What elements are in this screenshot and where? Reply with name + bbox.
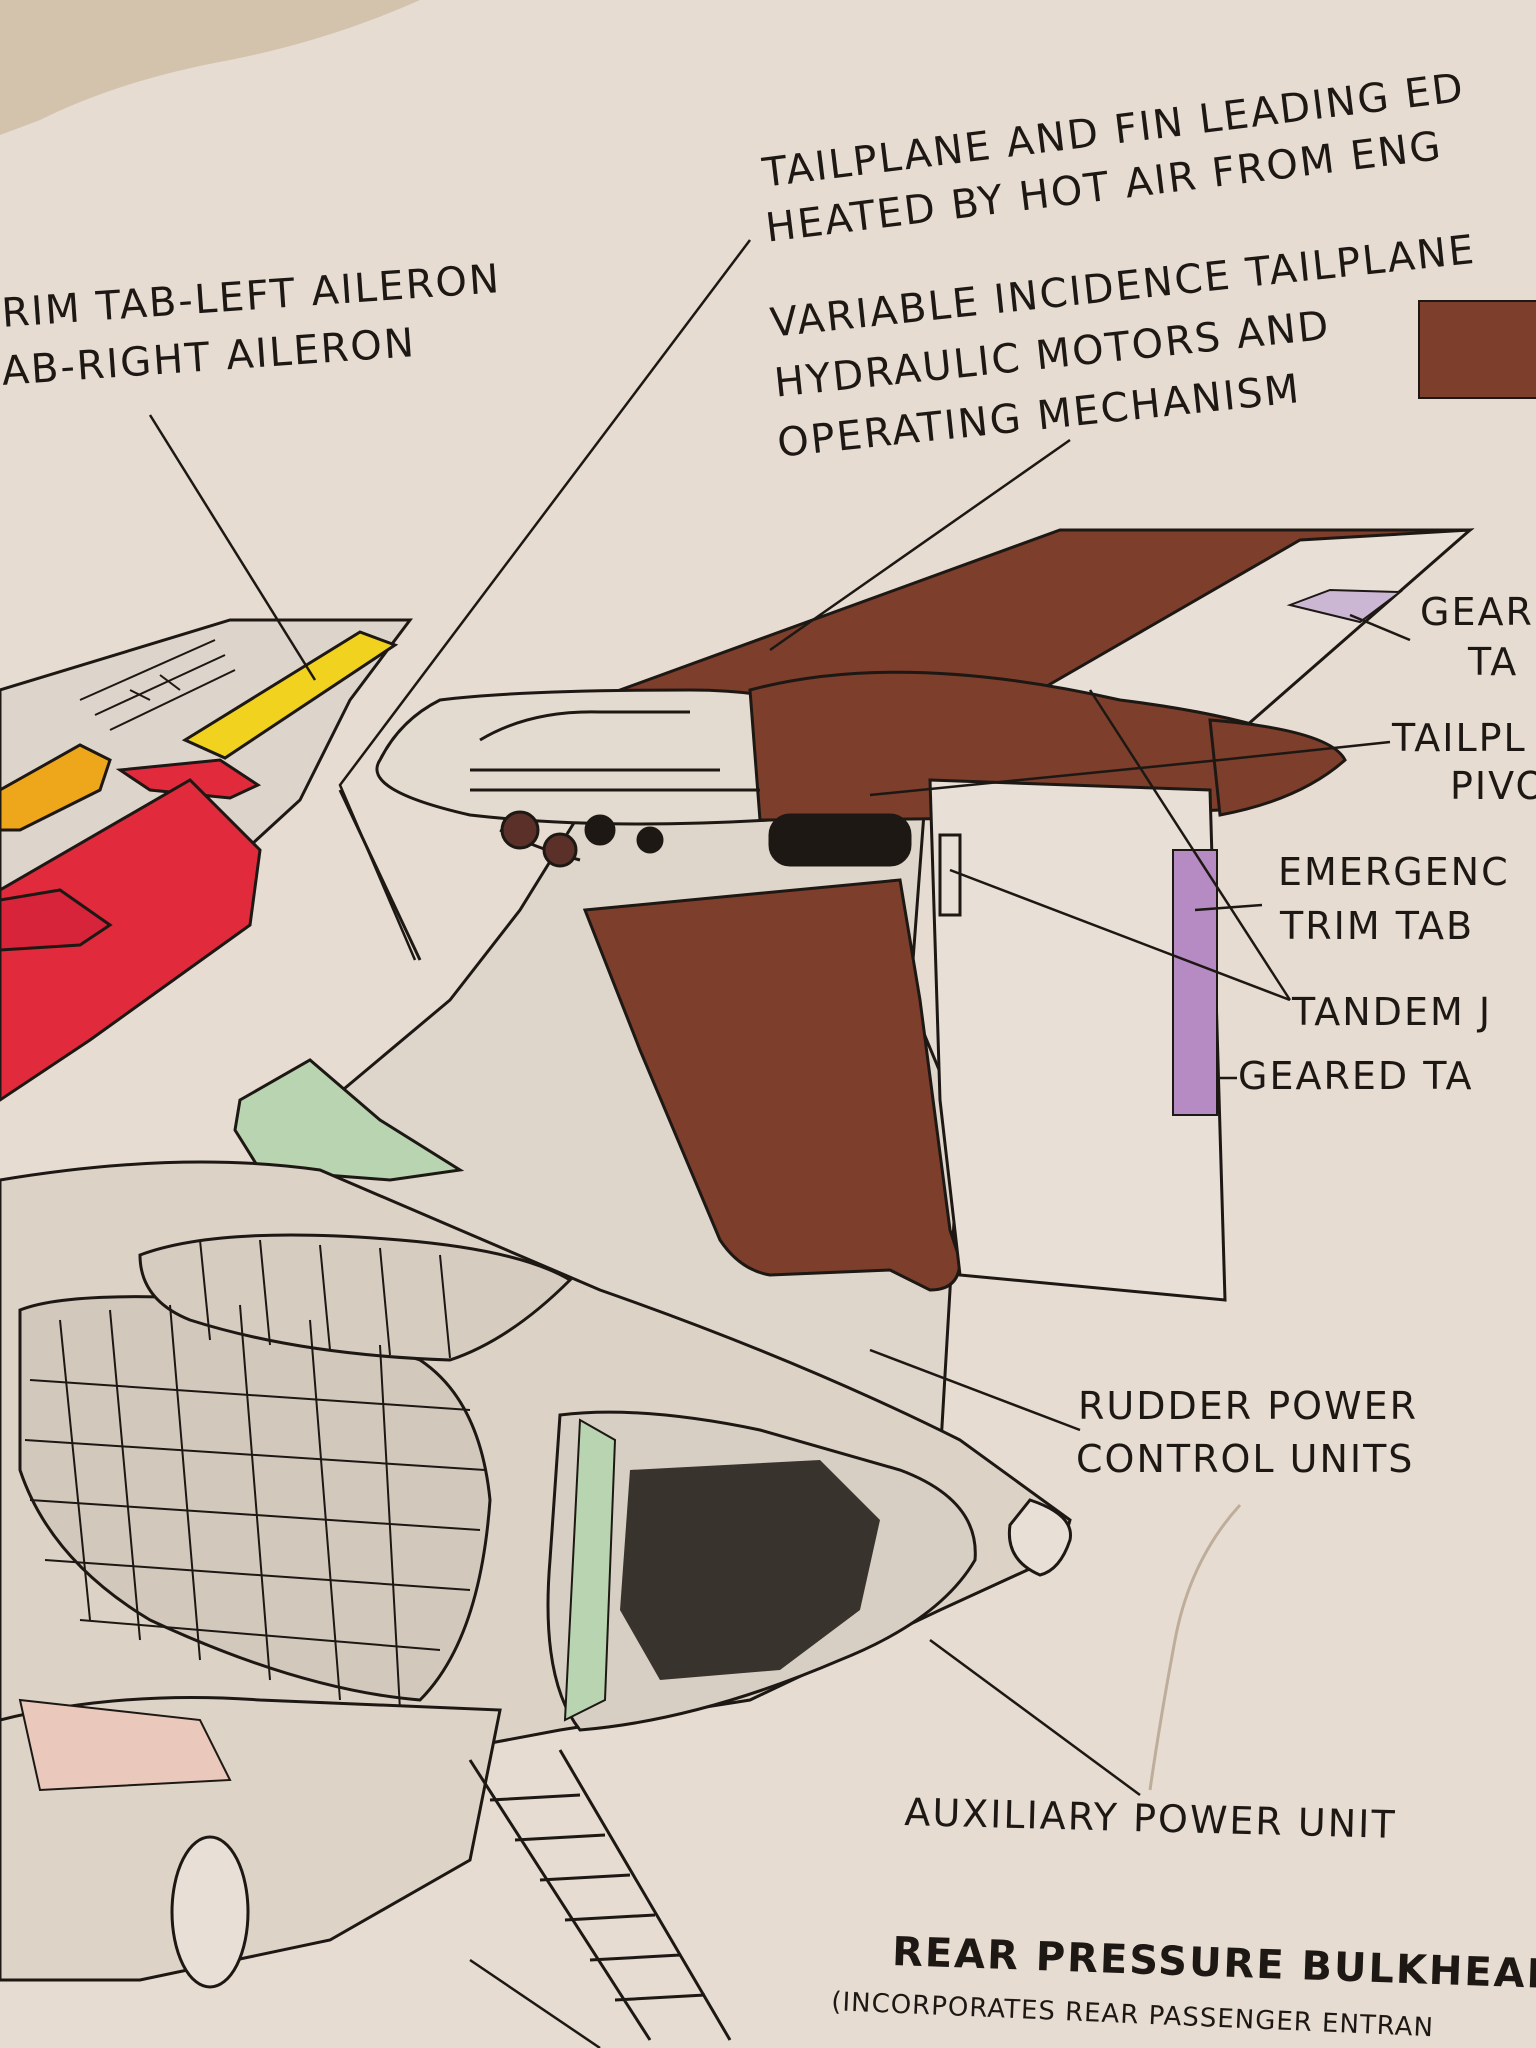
label-geared-tab-line-1: GEAR	[1420, 590, 1534, 634]
tailplane-bullet	[1208, 718, 1347, 817]
leader-bulkhead	[469, 1958, 601, 2048]
access-ladder	[468, 1749, 732, 2041]
operating-mechanism	[470, 710, 962, 917]
emergency-trim-tab	[1172, 849, 1218, 1116]
leader-lines	[148, 239, 1411, 2048]
leader-trim-tab	[148, 414, 317, 681]
fin-access-panel	[233, 1058, 465, 1182]
aileron-red-end	[0, 888, 113, 952]
leader-tailplane-pivot	[869, 740, 1391, 797]
leader-tandem	[949, 689, 1292, 1002]
tailplane	[375, 528, 1475, 1302]
apu-unit	[620, 1460, 880, 1680]
rudder-white-section	[928, 778, 1227, 1302]
paper-crease	[1148, 1503, 1242, 1791]
label-geared-tab-lower: GEARED TA	[1238, 1054, 1474, 1098]
bay-frames	[24, 1239, 486, 1711]
exhaust-nozzle	[170, 1835, 250, 1989]
leader-rudder	[869, 1348, 1081, 1432]
geared-tab-violet	[1286, 588, 1403, 624]
label-rudder-power-line-2: CONTROL UNITS	[1076, 1437, 1415, 1481]
leader-variable-incidence	[769, 438, 1071, 652]
label-tandem: TANDEM J	[1292, 990, 1493, 1034]
aileron-red-main	[0, 778, 262, 1102]
leader-emergency	[1194, 903, 1263, 912]
label-emergency-line-2: TRIM TAB	[1280, 904, 1475, 948]
paper-stain	[0, 0, 420, 135]
leader-tailplane-fin	[338, 239, 751, 961]
leader-geared-tab	[1349, 613, 1411, 642]
wing-ribs	[79, 639, 236, 731]
wing	[0, 618, 413, 1102]
label-tailplane-pivot-line-2: PIVO	[1450, 764, 1536, 808]
tail-cone	[1007, 1498, 1072, 1577]
fin-root-bay	[138, 1233, 573, 1362]
label-rudder-power-line-1: RUDDER POWER	[1078, 1384, 1419, 1428]
pink-duct	[18, 1698, 232, 1792]
label-tailplane-pivot-line-1: TAILPL	[1392, 716, 1527, 760]
label-emergency-line-1: EMERGENC	[1278, 850, 1510, 894]
wing-detail	[79, 639, 236, 731]
label-geared-tab-line-2: TA	[1468, 640, 1519, 684]
leader-apu	[929, 1638, 1141, 1797]
ducting-green	[563, 1418, 617, 1722]
trim-tab-yellow	[181, 630, 399, 760]
key-swatch-brown	[1418, 300, 1536, 399]
tab-orange	[0, 743, 112, 832]
